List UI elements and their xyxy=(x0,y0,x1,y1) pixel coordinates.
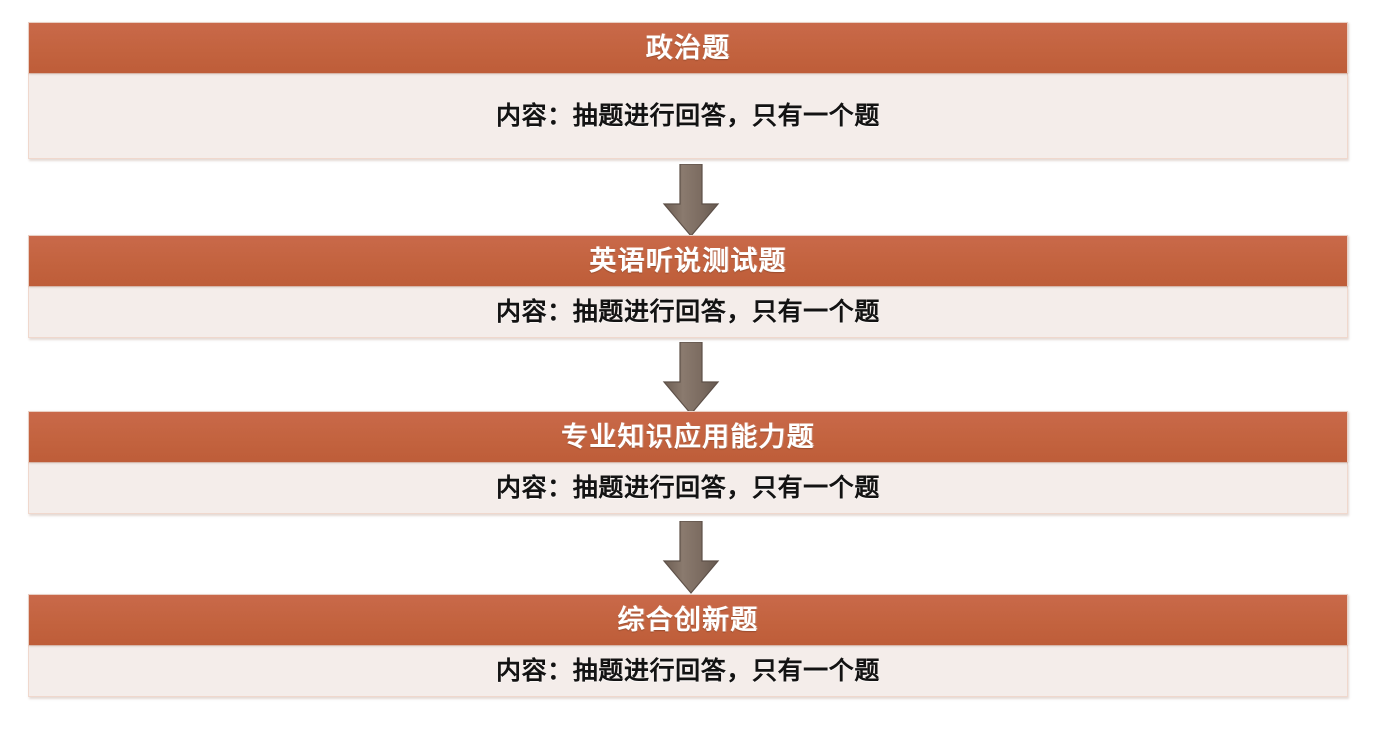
flow-step-2-header: 英语听说测试题 xyxy=(28,235,1348,286)
flow-step-3-content: 内容：抽题进行回答，只有一个题 xyxy=(495,473,880,502)
flow-step-2-content: 内容：抽题进行回答，只有一个题 xyxy=(495,297,880,326)
connector-arrow-1 xyxy=(660,164,722,238)
down-arrow-icon xyxy=(662,342,720,415)
flow-step-4-content: 内容：抽题进行回答，只有一个题 xyxy=(495,656,880,685)
connector-arrow-2 xyxy=(660,342,722,416)
flow-step-4-title: 综合创新题 xyxy=(617,604,759,635)
flow-step-1-title: 政治题 xyxy=(645,32,731,63)
flow-step-2-body: 内容：抽题进行回答，只有一个题 xyxy=(28,286,1348,338)
flow-step-3-body: 内容：抽题进行回答，只有一个题 xyxy=(28,462,1348,514)
flow-step-1-body: 内容：抽题进行回答，只有一个题 xyxy=(28,73,1348,159)
connector-arrow-3 xyxy=(660,521,722,595)
flow-step-1[interactable]: 政治题 内容：抽题进行回答，只有一个题 xyxy=(28,22,1348,159)
flow-step-3-title: 专业知识应用能力题 xyxy=(561,421,815,452)
flow-step-1-content: 内容：抽题进行回答，只有一个题 xyxy=(495,101,880,130)
flow-step-4[interactable]: 综合创新题 内容：抽题进行回答，只有一个题 xyxy=(28,594,1348,697)
flow-step-3[interactable]: 专业知识应用能力题 内容：抽题进行回答，只有一个题 xyxy=(28,411,1348,514)
flow-step-2-title: 英语听说测试题 xyxy=(589,245,787,276)
down-arrow-icon xyxy=(662,164,720,237)
flow-step-4-header: 综合创新题 xyxy=(28,594,1348,645)
flow-step-3-header: 专业知识应用能力题 xyxy=(28,411,1348,462)
flow-step-1-header: 政治题 xyxy=(28,22,1348,73)
flow-step-4-body: 内容：抽题进行回答，只有一个题 xyxy=(28,645,1348,697)
down-arrow-icon xyxy=(662,521,720,594)
flow-step-2[interactable]: 英语听说测试题 内容：抽题进行回答，只有一个题 xyxy=(28,235,1348,338)
